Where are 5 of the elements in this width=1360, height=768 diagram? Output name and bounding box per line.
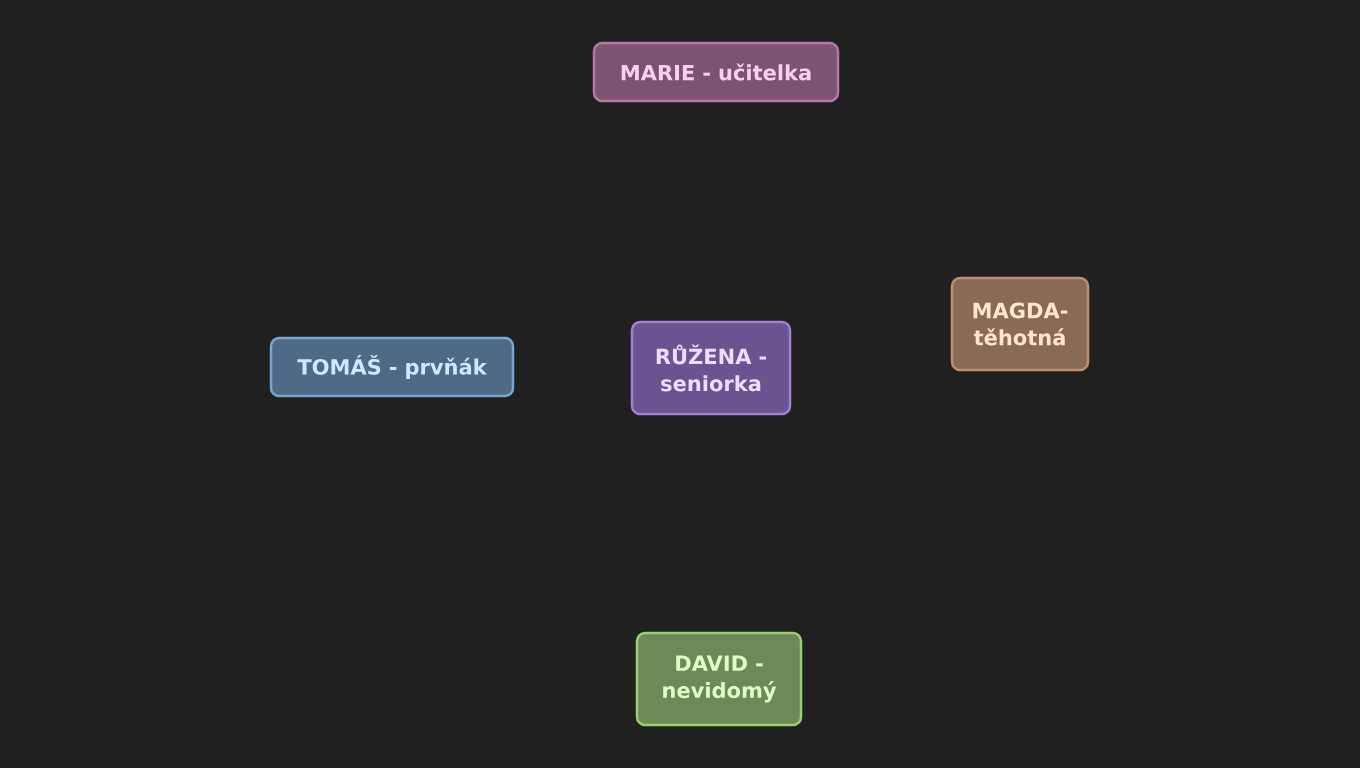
person-box: MAGDA- těhotná (950, 276, 1090, 372)
person-box: TOMÁŠ - prvňák (269, 336, 515, 398)
person-box: DAVID - nevidomý (635, 631, 803, 727)
person-box: RŮŽENA - seniorka (630, 320, 792, 416)
person-box: MARIE - učitelka (592, 41, 840, 103)
